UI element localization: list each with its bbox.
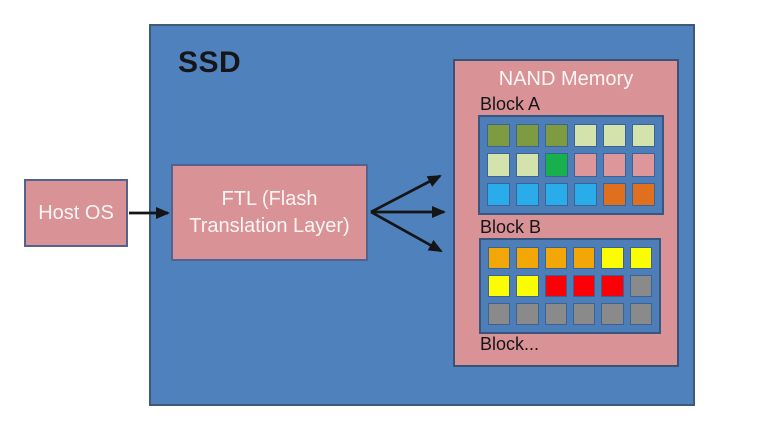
memory-cell-red bbox=[602, 276, 623, 296]
memory-cell-gray bbox=[630, 276, 651, 296]
memory-cell-amber bbox=[489, 248, 510, 268]
memory-cell-pale_green bbox=[517, 154, 538, 176]
host-os-label: Host OS bbox=[38, 201, 114, 224]
host-os-box: Host OS bbox=[24, 179, 128, 247]
memory-cell-cyan bbox=[517, 183, 538, 205]
block-a-label: Block A bbox=[480, 94, 541, 114]
block-b-grid bbox=[479, 238, 661, 334]
block-more-label: Block... bbox=[480, 334, 540, 354]
memory-cell-gray bbox=[545, 304, 566, 324]
ftl-label-line2: Translation Layer) bbox=[189, 214, 350, 237]
memory-cell-red bbox=[545, 276, 566, 296]
memory-cell-olive bbox=[517, 125, 538, 147]
block-a-grid bbox=[478, 115, 664, 215]
memory-cell-orange bbox=[604, 183, 625, 205]
ftl-box: FTL (Flash Translation Layer) bbox=[171, 164, 368, 261]
memory-cell-pale_green bbox=[488, 154, 509, 176]
memory-cell-pale_green bbox=[633, 125, 654, 147]
memory-cell-green bbox=[546, 154, 567, 176]
memory-cell-amber bbox=[545, 248, 566, 268]
memory-cell-gray bbox=[517, 304, 538, 324]
block-b-label: Block B bbox=[480, 217, 542, 237]
ssd-label: SSD bbox=[178, 46, 242, 79]
memory-cell-olive bbox=[488, 125, 509, 147]
memory-cell-orange bbox=[633, 183, 654, 205]
memory-cell-pale_green bbox=[604, 125, 625, 147]
memory-cell-gray bbox=[574, 304, 595, 324]
memory-cell-cyan bbox=[488, 183, 509, 205]
memory-cell-gray bbox=[602, 304, 623, 324]
memory-cell-yellow bbox=[602, 248, 623, 268]
memory-cell-pink bbox=[575, 154, 596, 176]
memory-cell-amber bbox=[574, 248, 595, 268]
ftl-label-line1: FTL (Flash bbox=[221, 187, 318, 210]
memory-cell-pink bbox=[633, 154, 654, 176]
memory-cell-cyan bbox=[575, 183, 596, 205]
memory-cell-pink bbox=[604, 154, 625, 176]
memory-cell-yellow bbox=[630, 248, 651, 268]
memory-cell-amber bbox=[517, 248, 538, 268]
memory-cell-yellow bbox=[517, 276, 538, 296]
nand-memory-box: NAND Memory Block A Block B Block... bbox=[453, 59, 679, 367]
memory-cell-gray bbox=[630, 304, 651, 324]
memory-cell-gray bbox=[489, 304, 510, 324]
memory-cell-red bbox=[574, 276, 595, 296]
nand-memory-title: NAND Memory bbox=[498, 68, 634, 90]
memory-cell-yellow bbox=[489, 276, 510, 296]
memory-cell-pale_green bbox=[575, 125, 596, 147]
memory-cell-olive bbox=[546, 125, 567, 147]
memory-cell-cyan bbox=[546, 183, 567, 205]
